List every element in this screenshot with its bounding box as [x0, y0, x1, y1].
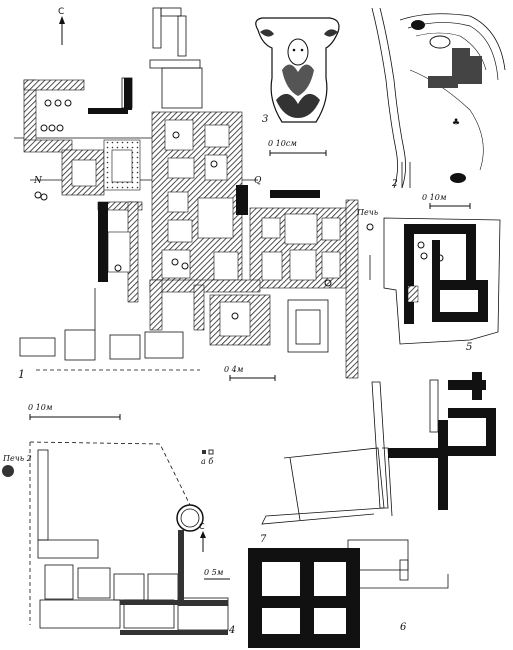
scale-bar-plan1-small: 0 4м — [224, 365, 276, 381]
scale-label-plan1-small: 0 4м — [224, 365, 244, 374]
north-label-plan4: С — [199, 522, 205, 531]
scale-label-capital: 0 10см — [268, 139, 297, 148]
site-map: ♣ 2 0 10м — [371, 7, 506, 209]
plan-4: Печь 2 а б С 0 5м 4 — [2, 441, 235, 636]
capital-drawing: 3 0 10см — [255, 17, 340, 156]
plan-7: 7 — [260, 372, 496, 545]
figure-number-6: 6 — [400, 622, 407, 633]
figure-number-7: 7 — [260, 534, 267, 545]
kiln-label-plan4: Печь 2 — [2, 454, 32, 463]
north-arrow-1: С — [58, 7, 65, 45]
outline-walls-south — [19, 255, 371, 361]
site-marker: ♣ — [452, 118, 460, 128]
figure-number-5: 5 — [466, 342, 472, 353]
scale-label-plan4: 0 5м — [204, 568, 224, 577]
plan-6: 6 — [248, 539, 449, 648]
room-block-south — [149, 279, 271, 346]
plan-5: 5 — [383, 217, 501, 353]
figure-number-2: 2 — [391, 179, 398, 189]
scale-label-plan1-large: 0 10м — [28, 403, 53, 412]
legend-ab: а б — [201, 457, 213, 466]
room-block-northwest — [23, 78, 141, 201]
plan-1: С N Q — [14, 7, 378, 420]
site-building — [428, 48, 482, 88]
scale-bar-plan1-large: 0 10м — [28, 403, 121, 420]
plan-7-outlines — [261, 379, 439, 525]
room-block-west — [97, 201, 143, 303]
figure-number-4: 4 — [228, 625, 235, 636]
figure-number-3: 3 — [262, 114, 268, 125]
figure-number-1: 1 — [18, 368, 25, 381]
section-mark-n: N — [33, 176, 43, 186]
scale-label-site-map: 0 10м — [422, 193, 447, 202]
north-label: С — [58, 7, 64, 17]
kiln-label-plan1: Печь — [356, 208, 378, 217]
central-complex — [151, 111, 243, 288]
outline-walls-north — [121, 7, 203, 109]
room-block-east — [236, 185, 349, 289]
section-mark-q: Q — [254, 176, 262, 186]
plan-6-outlines — [347, 539, 449, 589]
